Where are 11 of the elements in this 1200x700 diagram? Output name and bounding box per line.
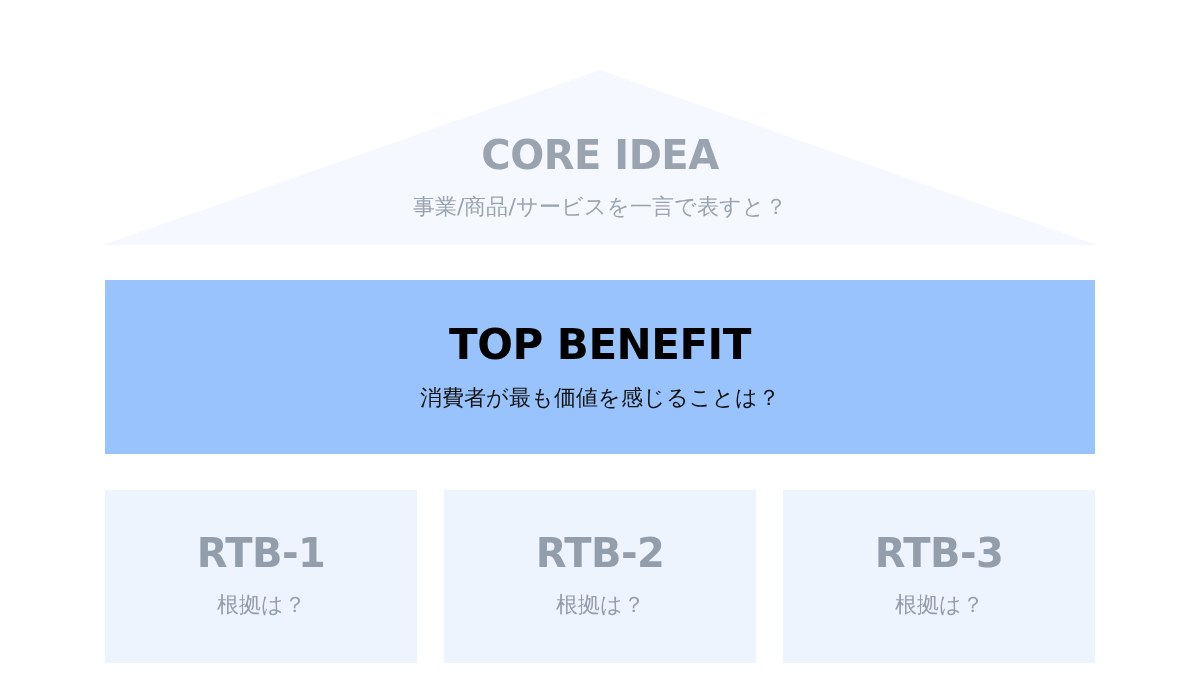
box-heading: RTB-1: [196, 530, 326, 576]
benefit-panel: [105, 280, 1095, 454]
box-question: 消費者が最も価値を感じることは？: [420, 384, 780, 412]
core-idea-heading: CORE IDEA: [481, 132, 719, 178]
core-idea-question: 事業/商品/サービスを一言で表すと？: [413, 193, 787, 221]
box-question: 根拠は？: [216, 591, 306, 619]
box-heading: TOP BENEFIT: [449, 320, 751, 369]
box-question: 根拠は？: [555, 591, 645, 619]
box-heading: RTB-2: [535, 530, 665, 576]
box-question: 根拠は？: [894, 591, 984, 619]
box-heading: RTB-3: [874, 530, 1004, 576]
